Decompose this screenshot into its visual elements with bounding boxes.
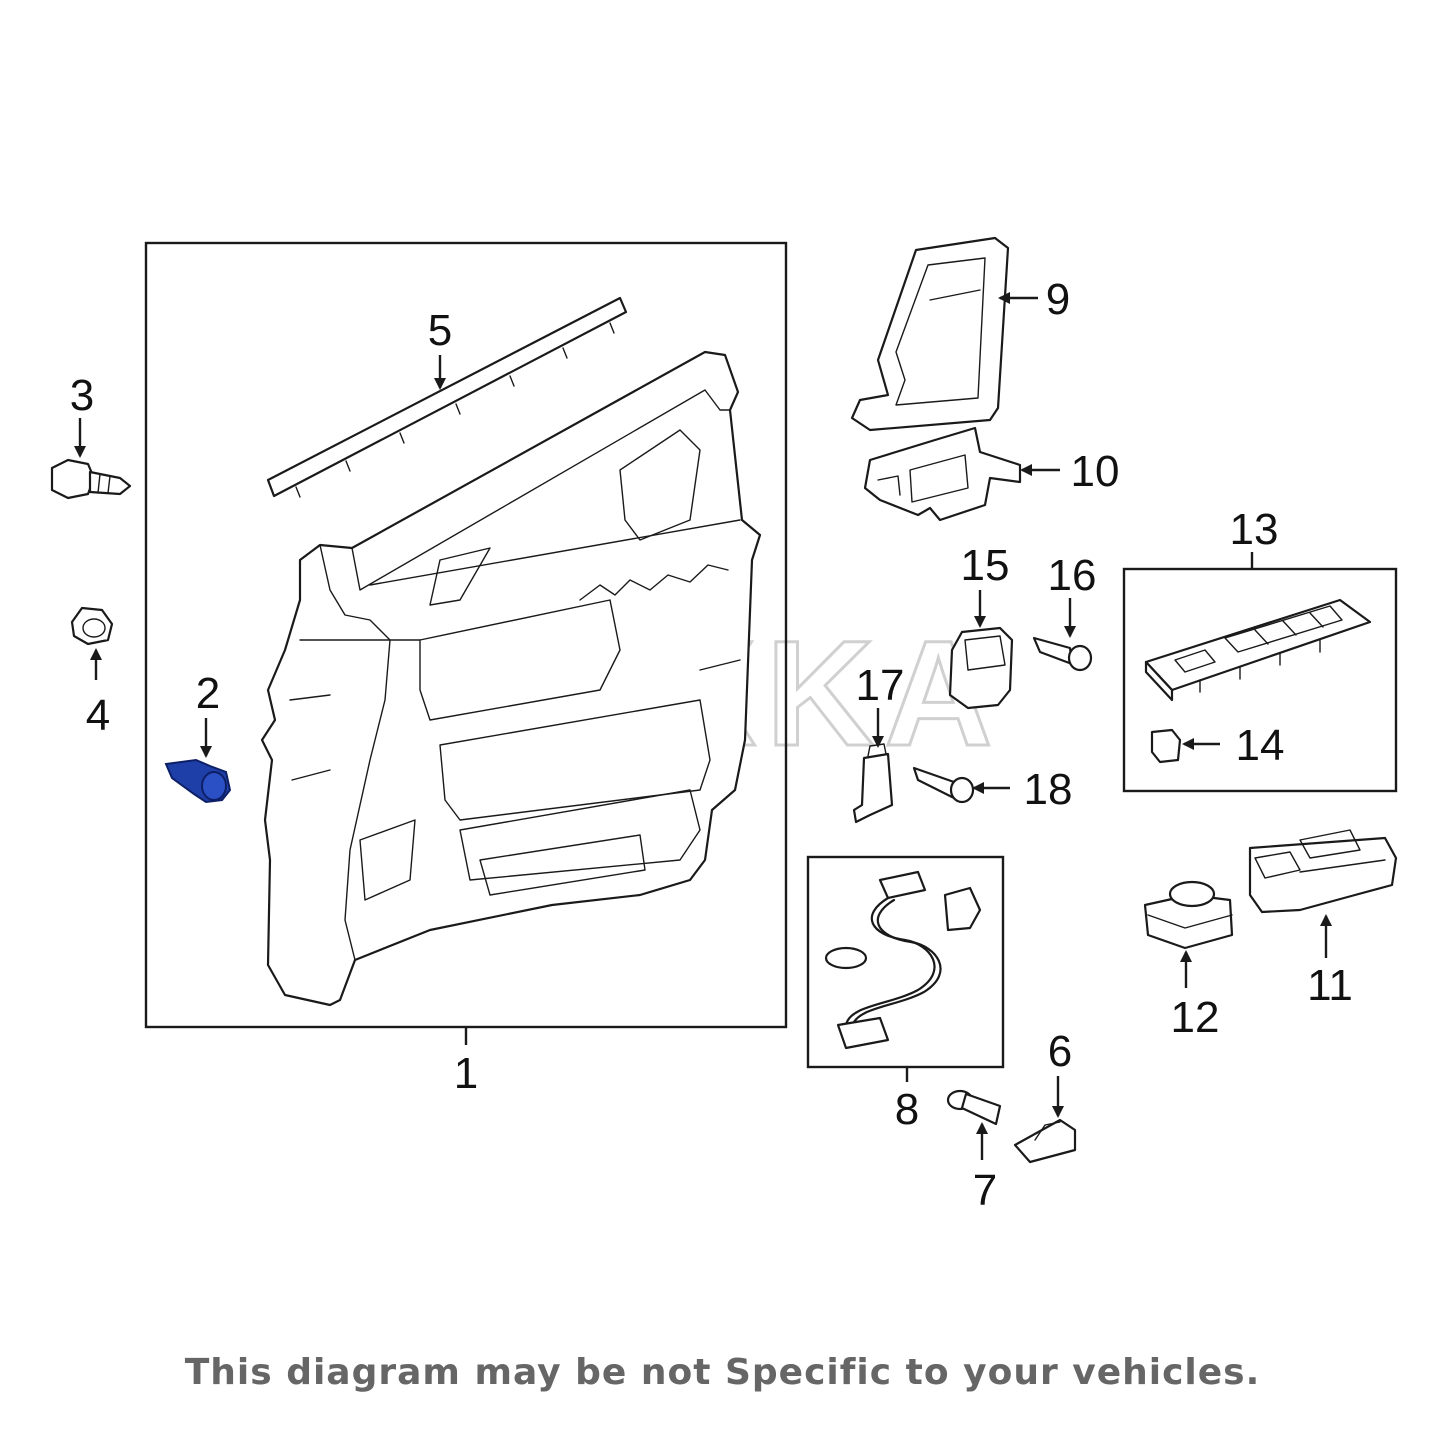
weatherstrip	[266, 296, 628, 498]
callout-12: 12	[1171, 993, 1220, 1042]
callout-16: 16	[1048, 551, 1097, 600]
bulb-part-7	[946, 1089, 1002, 1126]
screw-part-3	[50, 458, 132, 500]
door-trim-panel	[260, 350, 762, 1007]
screw-part-16	[1032, 636, 1093, 672]
nut-part-4	[70, 606, 114, 646]
clip-part-14	[1150, 728, 1182, 764]
callout-10: 10	[1071, 447, 1120, 496]
window-switch-part-11	[1248, 829, 1398, 914]
switch-housing-part-15	[948, 626, 1014, 710]
callout-1: 1	[454, 1049, 478, 1098]
callout-9: 9	[1046, 275, 1070, 324]
switch-panel-box	[1122, 567, 1398, 793]
callout-2: 2	[196, 669, 220, 718]
callout-6: 6	[1048, 1027, 1072, 1076]
callout-17: 17	[856, 661, 905, 710]
socket-part-6	[1013, 1118, 1077, 1164]
callout-7: 7	[973, 1166, 997, 1215]
bracket-part-10	[863, 426, 1022, 522]
callout-11: 11	[1307, 961, 1353, 1010]
wire-harness-part-8	[824, 870, 982, 1050]
switch-part-12	[1143, 880, 1234, 950]
callout-18: 18	[1024, 765, 1073, 814]
clip-part-2-highlighted	[164, 758, 232, 804]
callout-8: 8	[895, 1085, 919, 1134]
callout-15: 15	[961, 541, 1010, 590]
callout-13: 13	[1230, 505, 1279, 554]
callout-3: 3	[70, 371, 94, 420]
sensor-part-17	[852, 743, 894, 824]
callout-5: 5	[428, 306, 452, 355]
callout-14: 14	[1236, 721, 1285, 770]
callout-4: 4	[86, 691, 110, 740]
switch-panel-part-13	[1144, 598, 1372, 702]
trim-cover-part-9	[850, 236, 1010, 432]
wire-harness-box	[806, 855, 1005, 1069]
screw-part-18	[912, 766, 975, 804]
disclaimer-text: This diagram may be not Specific to your…	[184, 1352, 1261, 1393]
